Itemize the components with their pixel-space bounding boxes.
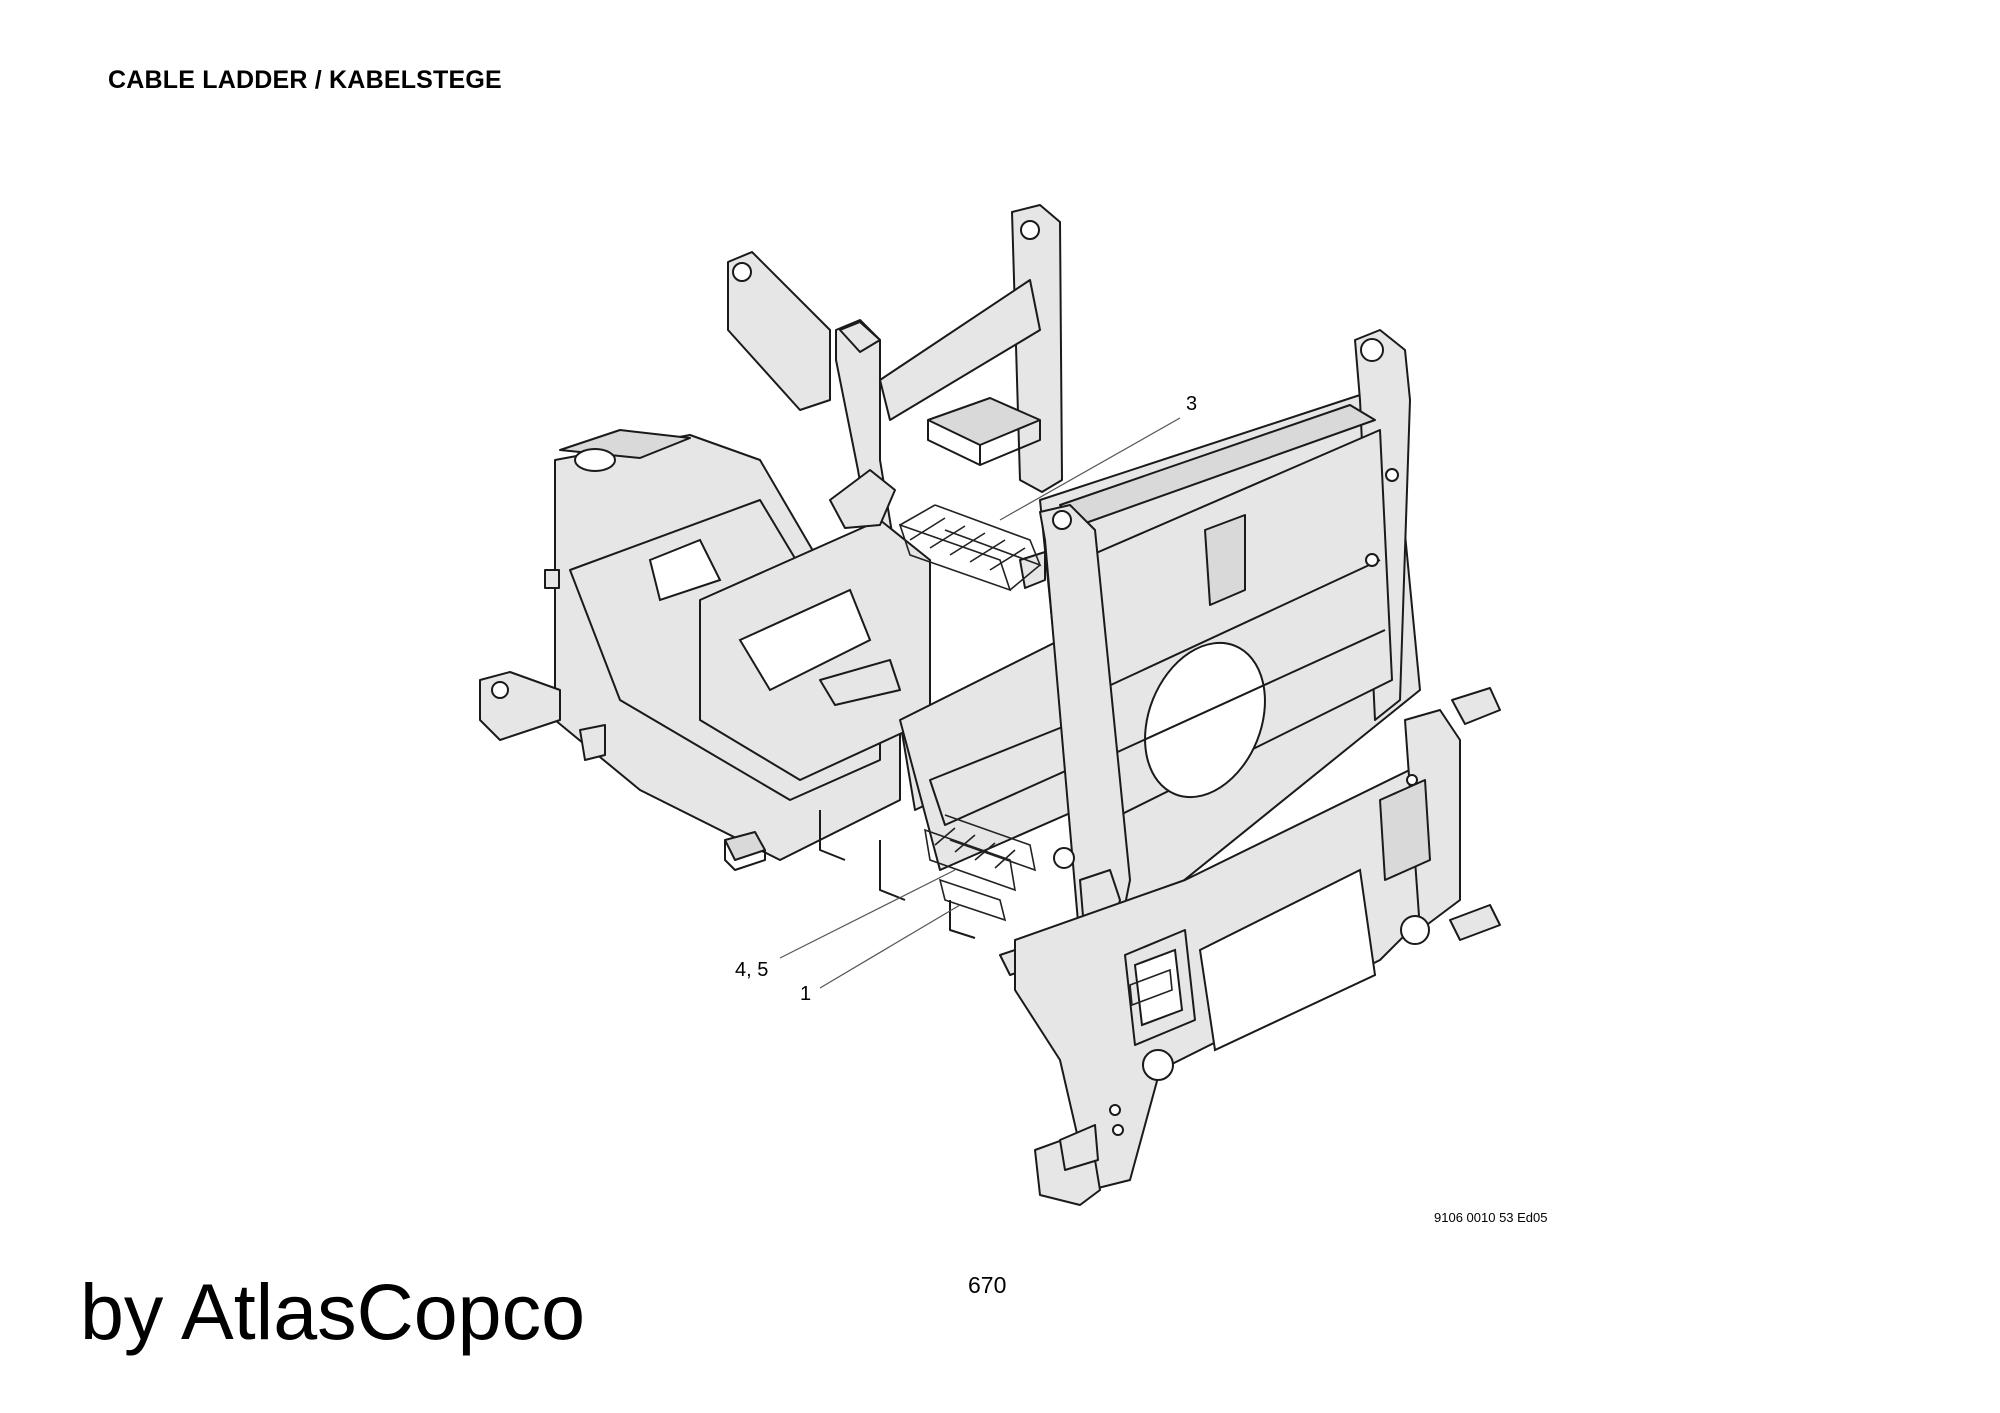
callout-4-5: 4, 5: [735, 959, 768, 981]
brand-watermark: by AtlasCopco: [80, 1267, 586, 1356]
page-number: 670: [968, 1272, 1007, 1298]
callout-3-leader: [999, 417, 1181, 521]
support-brackets: [819, 810, 976, 939]
callout-3: 3: [1186, 393, 1197, 415]
cable-ladder-upper: [898, 504, 1042, 592]
page-title: CABLE LADDER / KABELSTEGE: [108, 66, 502, 94]
front-lower-frame: [1014, 687, 1501, 1206]
callout-1-leader: [819, 904, 961, 989]
right-frame-plate: [1039, 329, 1421, 941]
center-beam: [699, 469, 1101, 871]
cable-ladder-lower: [923, 814, 1173, 1007]
callout-4-5-leader: [779, 869, 956, 959]
document-code: 9106 0010 53 Ed05: [1434, 1210, 1548, 1225]
callout-1: 1: [800, 983, 811, 1005]
